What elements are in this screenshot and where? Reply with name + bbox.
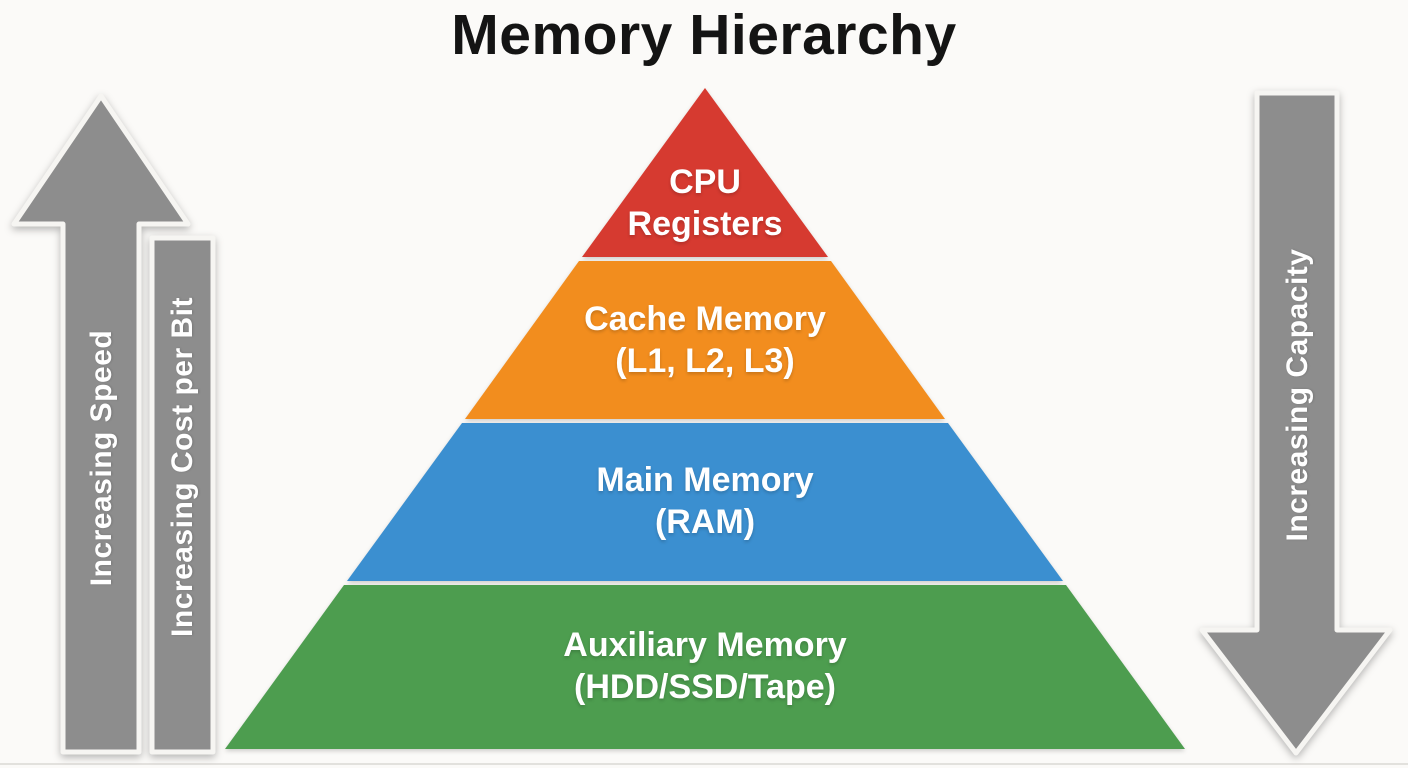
pyramid-level-cpu-registers-shape (582, 88, 828, 257)
up-arrow-speed (11, 93, 191, 755)
bar-cost-per-bit (149, 235, 216, 755)
pyramid-level-cache-memory-shape (465, 261, 945, 419)
label-auxiliary-memory-line2: (HDD/SSD/Tape) (574, 668, 836, 706)
page-title: Memory Hierarchy (451, 3, 957, 67)
label-cache-memory: Cache Memory (L1, L2, L3) (584, 298, 826, 382)
label-cpu-registers-line1: CPU (669, 163, 741, 201)
label-increasing-cost-per-bit: Increasing Cost per Bit (166, 297, 199, 637)
label-increasing-speed: Increasing Speed (85, 329, 118, 587)
label-cpu-registers-line2: Registers (627, 205, 783, 243)
label-increasing-capacity: Increasing Capacity (1281, 248, 1314, 542)
label-cpu-registers: CPU Registers (628, 161, 783, 245)
label-cache-memory-line1: Cache Memory (584, 300, 826, 338)
label-auxiliary-memory-line1: Auxiliary Memory (563, 626, 847, 664)
label-main-memory-line2: (RAM) (654, 503, 756, 541)
label-main-memory-line1: Main Memory (596, 461, 814, 499)
label-auxiliary-memory: Auxiliary Memory (HDD/SSD/Tape) (563, 624, 846, 708)
label-cache-memory-line2: (L1, L2, L3) (615, 342, 795, 380)
down-arrow-capacity (1199, 90, 1393, 756)
pyramid-level-auxiliary-memory-shape (225, 585, 1185, 749)
bottom-edge-line (0, 763, 1408, 765)
pyramid-level-main-memory-shape (347, 423, 1063, 581)
label-main-memory: Main Memory (RAM) (596, 459, 813, 543)
